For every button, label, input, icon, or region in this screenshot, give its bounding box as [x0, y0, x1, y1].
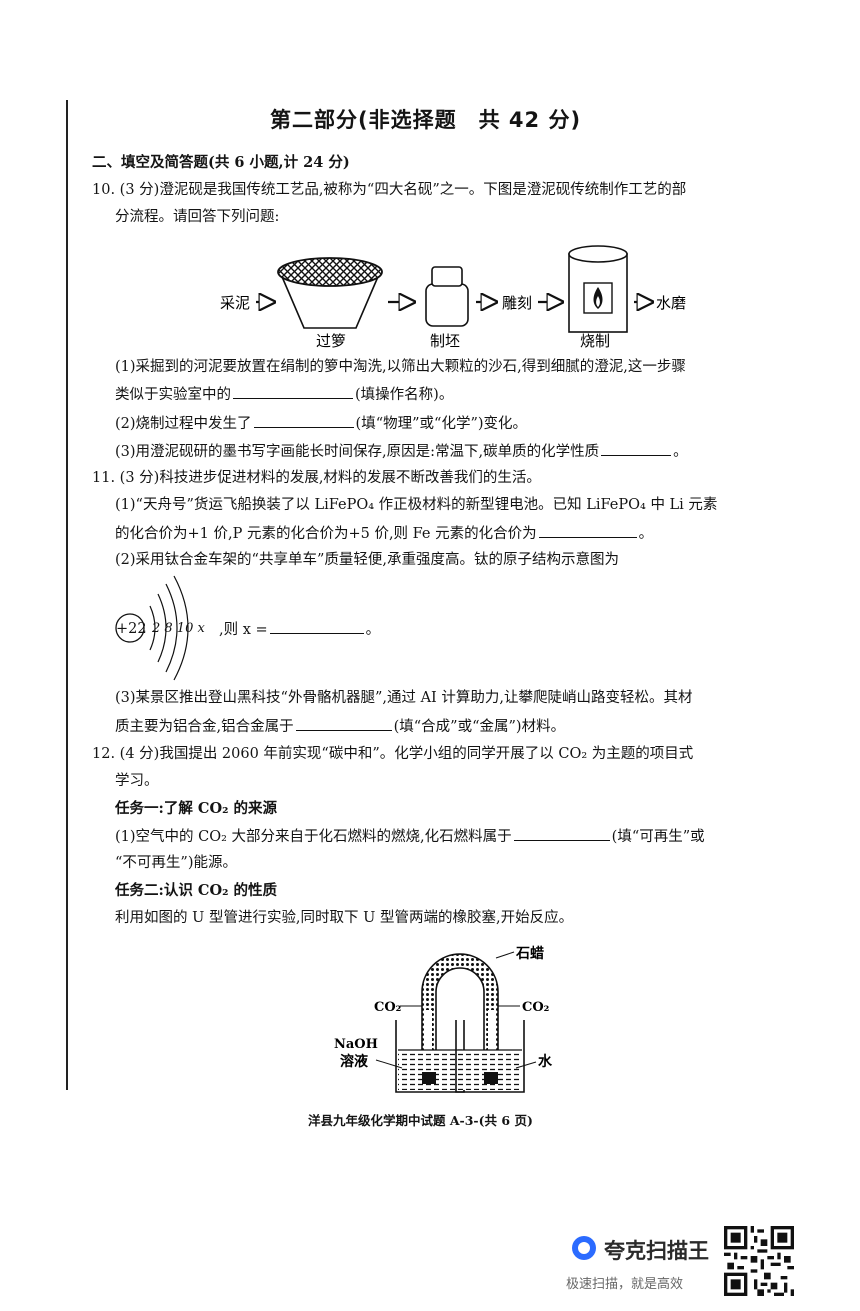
solution-label: 溶液: [340, 1053, 369, 1070]
q12-stem-line2: 学习。: [115, 773, 159, 789]
water-label: 水: [538, 1053, 553, 1070]
atom-structure-diagram: [115, 575, 189, 681]
margin-line: [66, 100, 68, 1090]
q10-part3: (3)用澄泥砚研的墨书写字画能长时间保存,原因是:常温下,碳单质的化学性质 。: [115, 441, 688, 462]
answer-blank[interactable]: [513, 826, 610, 841]
flow-end: 水磨: [656, 294, 686, 312]
answer-blank[interactable]: [295, 716, 392, 731]
q11-part2: (2)采用钛合金车架的“共享单车”质量轻便,承重强度高。钛的原子结构示意图为: [115, 552, 619, 568]
q11-stem: 11. (3 分)科技进步促进材料的发展,材料的发展不断改善我们的生活。: [92, 470, 541, 486]
blank-mold-icon: [425, 283, 469, 327]
answer-blank[interactable]: [233, 384, 353, 399]
flow-step1: 过箩: [316, 332, 346, 350]
scanner-slogan: 极速扫描，就是高效: [566, 1277, 684, 1292]
answer-blank[interactable]: [601, 441, 672, 456]
q11-part1-text-b: 。: [638, 526, 654, 542]
q10-part1-line2: 类似于实验室中的 (填操作名称)。: [115, 384, 453, 405]
q10-part1-line1: (1)采掘到的河泥要放置在绢制的箩中淘洗,以筛出大颗粒的沙石,得到细腻的澄泥,这…: [115, 359, 686, 375]
q10-stem-line2: 分流程。请回答下列问题:: [115, 209, 280, 225]
scanner-brand: 夸克扫描王: [604, 1239, 709, 1263]
q10-part2: (2)烧制过程中发生了 (填“物理”或“化学”)变化。: [115, 413, 527, 434]
q10-part1-text-b: (填操作名称)。: [355, 387, 454, 403]
answer-blank[interactable]: [253, 413, 354, 428]
q11-part3-line1: (3)某景区推出登山黑科技“外骨骼机器腿”,通过 AI 计算助力,让攀爬陡峭山路…: [115, 690, 693, 706]
q12-stem-line1: 12. (4 分)我国提出 2060 年前实现“碳中和”。化学小组的同学开展了以…: [92, 746, 694, 762]
q11-part1-line1: (1)“天舟号”货运飞船换装了以 LiFePO₄ 作正极材料的新型锂电池。已知 …: [115, 497, 718, 513]
atom-nucleus-label: +22: [116, 621, 147, 637]
q11-part2-answer: ,则 x = 。: [219, 619, 380, 640]
flow-step4: 烧制: [580, 332, 610, 350]
q11-part3-text-a: 质主要为铝合金,铝合金属于: [115, 719, 294, 735]
nucleus-circle: [115, 613, 145, 643]
qr-code-icon: [724, 1226, 794, 1296]
right-beaker: [455, 1020, 525, 1093]
process-flow-diagram: 采泥 过箩 制坯 雕刻 烧制 水磨: [220, 245, 686, 350]
q10-part2-text-a: (2)烧制过程中发生了: [115, 416, 252, 432]
page-footer: 洋县九年级化学期中试题 A-3-(共 6 页): [308, 1113, 533, 1128]
q11-part3-line2: 质主要为铝合金,铝合金属于 (填“合成”或“金属”)材料。: [115, 716, 565, 737]
q10-part3-text-a: (3)用澄泥砚研的墨书写字画能长时间保存,原因是:常温下,碳单质的化学性质: [115, 444, 600, 460]
q11-part1-line2: 的化合价为+1 价,P 元素的化合价为+5 价,则 Fe 元素的化合价为 。: [115, 523, 653, 544]
q12-part1-text-b: (填“可再生”或: [611, 829, 705, 845]
q10-stem-line1: 10. (3 分)澄泥砚是我国传统工艺品,被称为“四大名砚”之一。下图是澄泥砚传…: [92, 182, 687, 198]
atom-after-text: ,则 x =: [219, 622, 268, 638]
co2-left-label: CO₂: [374, 1000, 401, 1015]
task2-heading: 任务二:认识 CO₂ 的性质: [115, 882, 277, 899]
section-heading: 二、填空及简答题(共 6 小题,计 24 分): [92, 154, 350, 171]
q11-part3-text-b: (填“合成”或“金属”)材料。: [393, 719, 566, 735]
atom-shell-counts: 2 8 10 x: [152, 621, 205, 636]
q12-part1-text-a: (1)空气中的 CO₂ 大部分来自于化石燃料的燃烧,化石燃料属于: [115, 829, 512, 845]
task1-heading: 任务一:了解 CO₂ 的来源: [115, 800, 277, 817]
q10-part2-text-b: (填“物理”或“化学”)变化。: [355, 416, 528, 432]
answer-blank[interactable]: [538, 523, 637, 538]
q12-part1-line1: (1)空气中的 CO₂ 大部分来自于化石燃料的燃烧,化石燃料属于 (填“可再生”或: [115, 826, 705, 847]
q10-part1-text-a: 类似于实验室中的: [115, 387, 231, 403]
flow-start: 采泥: [220, 294, 250, 312]
answer-blank[interactable]: [269, 619, 364, 634]
u-tube-diagram: 石蜡 CO₂ CO₂ NaOH 溶液 水: [334, 945, 553, 1093]
q12-part2: 利用如图的 U 型管进行实验,同时取下 U 型管两端的橡胶塞,开始反应。: [115, 910, 574, 926]
q11-part1-text-a: 的化合价为+1 价,P 元素的化合价为+5 价,则 Fe 元素的化合价为: [115, 526, 537, 542]
co2-right-label: CO₂: [522, 1000, 549, 1015]
q12-part1-line2: “不可再生”)能源。: [115, 855, 237, 871]
naoh-label: NaOH: [334, 1037, 378, 1052]
q10-part3-text-b: 。: [673, 444, 688, 460]
q11-part2-end: 。: [365, 622, 381, 638]
kiln-icon: [568, 245, 628, 333]
page-title: 第二部分(非选择题 共 42 分): [270, 108, 582, 132]
paraffin-label: 石蜡: [515, 945, 544, 962]
scanner-logo-icon: [572, 1236, 596, 1260]
flow-step2: 制坯: [430, 332, 460, 350]
flow-step3: 雕刻: [502, 294, 532, 312]
